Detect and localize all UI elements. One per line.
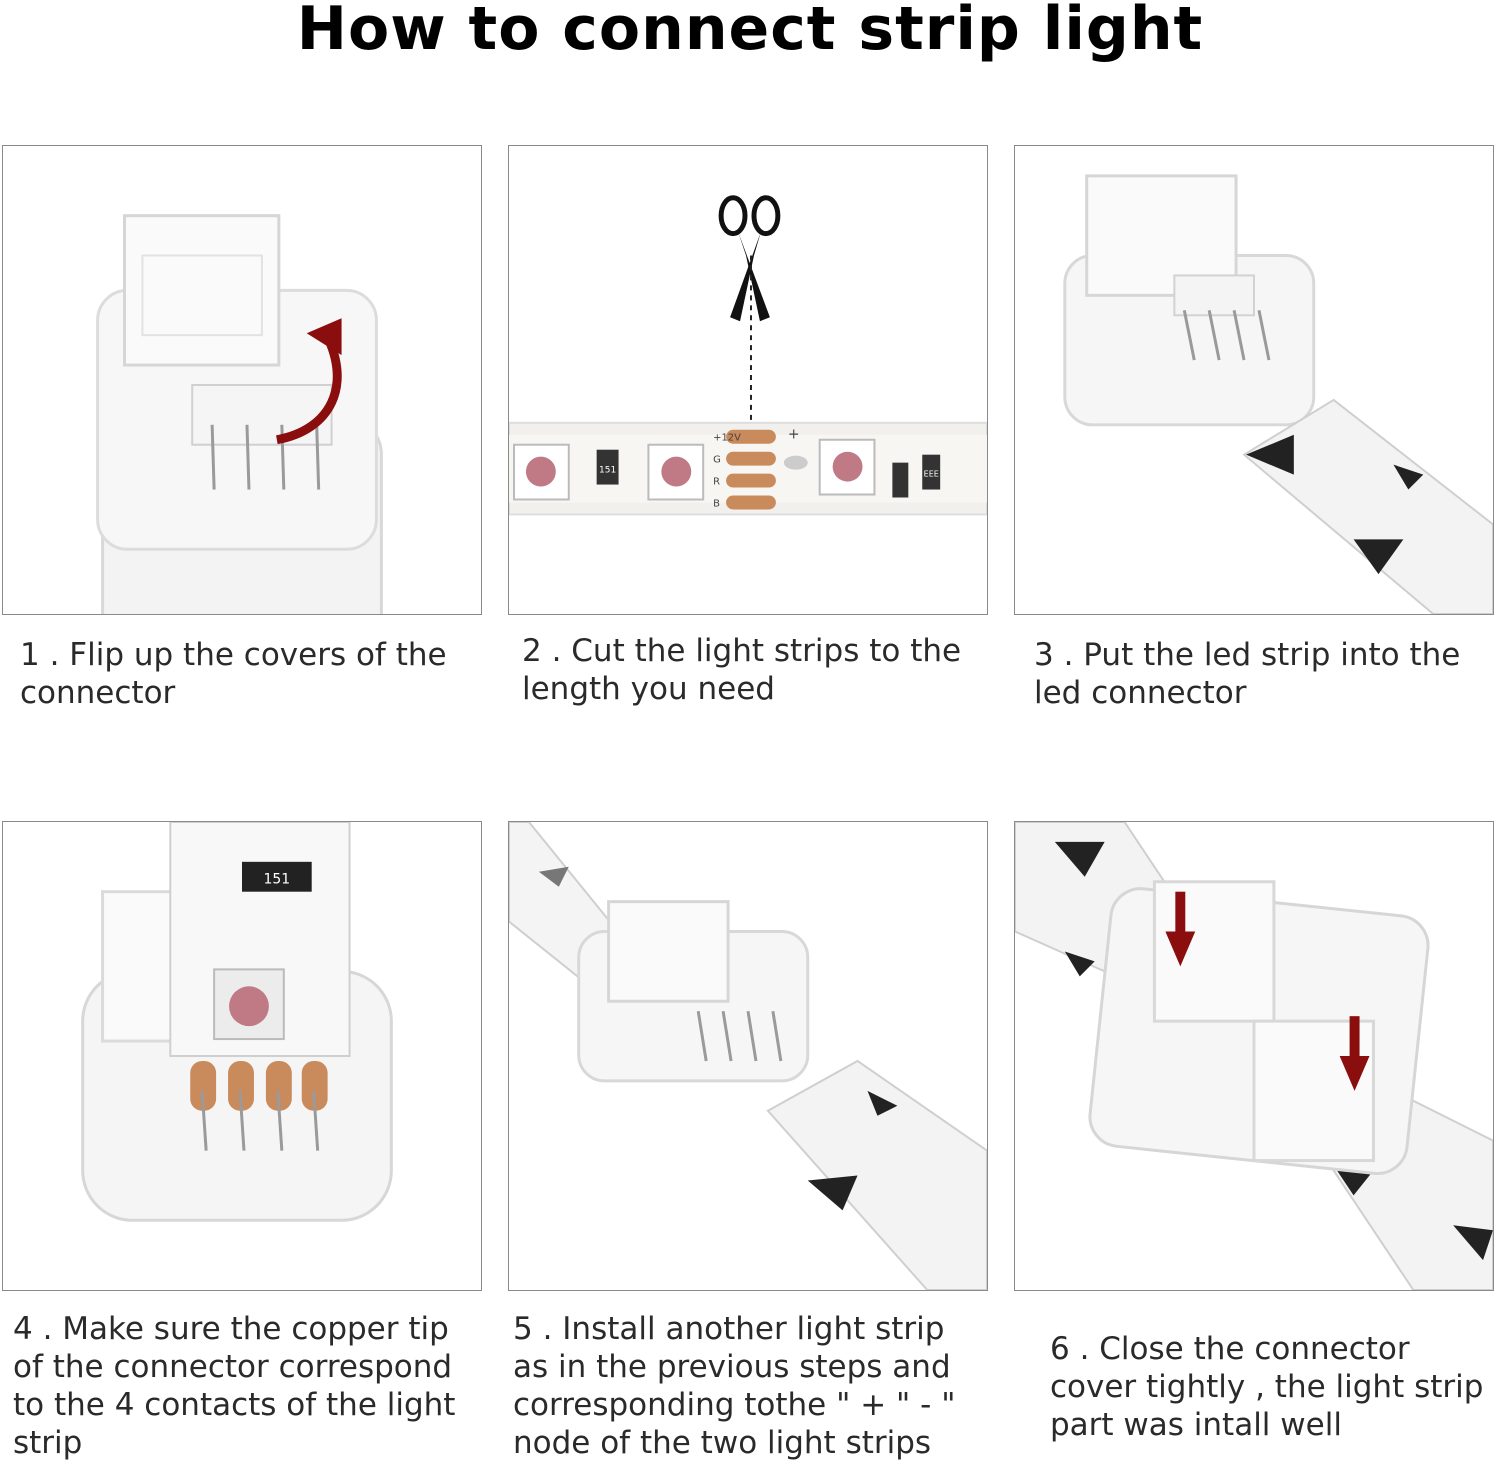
- step-3-image: [1014, 145, 1494, 615]
- resistor-a-label: 151: [599, 466, 616, 476]
- connector-closed-illustration: [1015, 822, 1493, 1290]
- copper-pads: [190, 1060, 328, 1111]
- resistor-label: 151: [264, 872, 291, 888]
- step-1-caption: 1 . Flip up the covers of the connector: [20, 637, 447, 711]
- pad-label-b: B: [713, 498, 720, 509]
- step-3-caption: 3 . Put the led strip into the led conne…: [1034, 637, 1461, 711]
- resistor-b: [922, 454, 941, 490]
- scissors-icon: [718, 195, 781, 322]
- pad-label-12v: +12V: [713, 433, 741, 444]
- page-title: How to connect strip light: [296, 0, 1204, 64]
- step-1-image: [2, 145, 482, 615]
- step-6-image: [1014, 821, 1494, 1291]
- pad-label-g: G: [713, 455, 721, 466]
- step-6-caption: 6 . Close the connector cover tightly , …: [1050, 1331, 1484, 1443]
- step-5-image: [508, 821, 988, 1291]
- step-4-caption: 4 . Make sure the copper tip of the conn…: [13, 1311, 456, 1461]
- press-down-arrow-icon: [1165, 891, 1370, 1091]
- strip-cut-illustration: 151 EEE +12V G R B +: [509, 195, 987, 516]
- resistor-b-label: EEE: [924, 470, 939, 479]
- second-strip-illustration: [509, 822, 987, 1290]
- step-2-caption: 2 . Cut the light strips to the length y…: [522, 633, 962, 707]
- resistor-a: [596, 449, 619, 485]
- step-4-image: 151: [2, 821, 482, 1291]
- plus-label: +: [788, 427, 800, 443]
- step-2-image: 151 EEE +12V G R B +: [508, 145, 988, 615]
- strip-insert-illustration: [1063, 174, 1493, 614]
- step-5-caption: 5 . Install another light strip as in th…: [513, 1311, 956, 1461]
- copper-align-illustration: 151: [81, 822, 393, 1222]
- resistor: [242, 861, 312, 892]
- connector-open-illustration: [96, 214, 383, 614]
- pad-label-r: R: [713, 477, 720, 488]
- copper-pads: [726, 429, 776, 510]
- led-chips: [513, 438, 876, 501]
- flip-arrow-icon: [275, 333, 342, 445]
- strip-tape: [1242, 398, 1493, 614]
